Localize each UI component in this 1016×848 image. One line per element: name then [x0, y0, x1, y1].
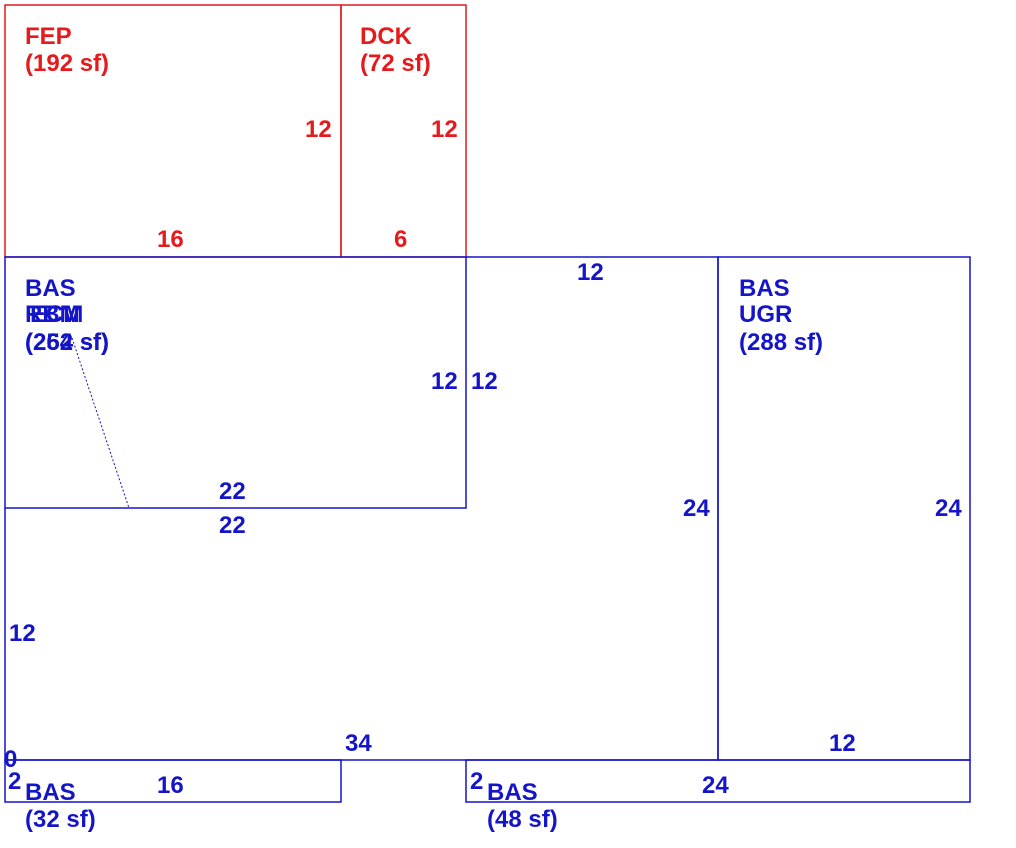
leader-line	[71, 337, 130, 509]
fep-code-label: FEP	[25, 23, 72, 50]
main-inner-left-dimension: 12	[431, 368, 458, 395]
bas-small-right-outline	[465, 759, 971, 803]
bas-main-outline	[4, 256, 467, 509]
main-left-dimension: 12	[9, 620, 36, 647]
small-right-bottom-dimension: 24	[702, 772, 729, 799]
bas-small-left-area: 0 2 BAS (32 sf) 16	[4, 746, 342, 833]
ugr-right-dimension: 24	[935, 495, 962, 522]
bas-small-left-code-label: BAS	[25, 779, 76, 806]
bas-main-area-label: (264 sf)	[25, 329, 109, 356]
bas-ugr-code-label: BAS	[739, 275, 790, 302]
dck-bottom-dimension: 6	[394, 226, 407, 253]
bas-small-right-area-label: (48 sf)	[487, 806, 558, 833]
fep-side-dimension: 12	[305, 116, 332, 143]
dck-code-label: DCK	[360, 23, 413, 50]
bas-main-code-label: BAS	[25, 275, 76, 302]
small-left-bottom-dimension: 16	[157, 772, 184, 799]
dck-area: DCK (72 sf) 12 6	[340, 4, 467, 258]
main-right-dimension: 24	[683, 495, 710, 522]
bas-main-subcode-label: RBM	[25, 301, 80, 328]
bas-ugr-area-label: (288 sf)	[739, 329, 823, 356]
dck-area-label: (72 sf)	[360, 50, 431, 77]
bas-main-area-overlap-label: (252 sf)	[25, 329, 109, 356]
main-bottom-dimension: 34	[345, 730, 372, 757]
bas-small-left-area-label: (32 sf)	[25, 806, 96, 833]
fep-area-label: (192 sf)	[25, 50, 109, 77]
bas-main-subcode-overlap-label: ECM	[30, 301, 83, 328]
small-left-side-dimension: 2	[8, 768, 21, 795]
small-right-side-dimension: 2	[470, 768, 483, 795]
fep-bottom-dimension: 16	[157, 226, 184, 253]
fep-area: FEP (192 sf) 12 16	[4, 4, 342, 258]
bas-ugr-subcode-label: UGR	[739, 301, 792, 328]
bas-small-right-code-label: BAS	[487, 779, 538, 806]
main-mid-lower-dimension: 22	[219, 512, 246, 539]
bas-ugr-area: BAS UGR (288 sf) 24 12	[717, 256, 971, 761]
zero-dimension: 0	[4, 746, 17, 773]
main-inner-right-dimension: 12	[471, 368, 498, 395]
bas-main-area: BAS RBM ECM (264 sf) (252 sf) 12 12 12 2…	[4, 256, 719, 761]
main-top-right-dimension: 12	[577, 259, 604, 286]
ugr-bottom-dimension: 12	[829, 730, 856, 757]
bas-small-left-outline	[4, 759, 342, 803]
main-mid-upper-dimension: 22	[219, 478, 246, 505]
dck-side-dimension: 12	[431, 116, 458, 143]
bas-small-right-area: 2 BAS (48 sf) 24	[465, 759, 971, 833]
